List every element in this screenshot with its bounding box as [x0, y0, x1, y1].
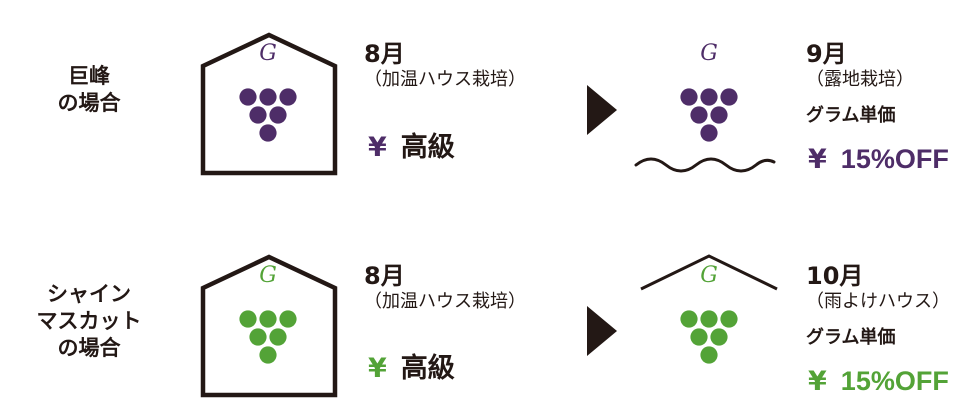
variety-line: シャイン — [47, 282, 131, 306]
cultivation-method: （加温ハウス栽培） — [364, 291, 526, 312]
price-grade-shine-muscat: ¥ 高級 — [368, 352, 455, 386]
grape-berry — [259, 346, 277, 364]
grape-berry — [680, 88, 698, 106]
price-grade-label: 高級 — [400, 132, 455, 163]
grape-berry — [239, 88, 257, 106]
cultivation-method: （雨よけハウス） — [806, 291, 950, 312]
grape-icon: G — [239, 263, 297, 364]
grape-berry — [710, 106, 728, 124]
grape-logo-mark: G — [259, 263, 277, 288]
grape-icon: G — [680, 41, 738, 142]
grape-berry — [690, 106, 708, 124]
yen-icon: ¥ — [368, 132, 387, 163]
yen-icon: ¥ — [808, 366, 827, 397]
variety-line: マスカット — [36, 309, 142, 333]
month-label: 8月 — [364, 262, 405, 290]
grape-berry — [690, 328, 708, 346]
grape-berry — [239, 310, 257, 328]
arrow-right-icon — [587, 306, 617, 356]
grape-berry — [259, 88, 277, 106]
discount-shine-muscat: ¥15%OFF — [808, 364, 949, 399]
grape-berry — [700, 124, 718, 142]
grape-logo-mark: G — [259, 41, 277, 66]
cultivation-method: （露地栽培） — [806, 69, 914, 90]
grape-berry — [279, 310, 297, 328]
month-label: 10月 — [806, 262, 864, 290]
grape-berry — [700, 88, 718, 106]
grape-berry — [249, 328, 267, 346]
yen-icon: ¥ — [808, 144, 827, 175]
grape-berry — [700, 310, 718, 328]
unit-price-label: グラム単価 — [806, 105, 896, 126]
price-grade-kyoho: ¥ 高級 — [368, 131, 455, 165]
unit-price-label: グラム単価 — [806, 327, 896, 348]
grape-berry — [259, 310, 277, 328]
grape-icon: G — [680, 263, 738, 364]
month-label: 8月 — [364, 40, 405, 68]
before-info-shine-muscat: 8月 （加温ハウス栽培） — [364, 262, 526, 314]
after-info-shine-muscat: 10月 （雨よけハウス） グラム単価 — [806, 262, 950, 350]
grape-berry — [700, 346, 718, 364]
before-info-kyoho: 8月 （加温ハウス栽培） — [364, 40, 526, 92]
cultivation-method: （加温ハウス栽培） — [364, 69, 526, 90]
grape-berry — [279, 88, 297, 106]
grape-berry — [680, 310, 698, 328]
variety-label-kyoho: 巨峰 の場合 — [24, 63, 154, 117]
grape-berry — [720, 88, 738, 106]
yen-icon: ¥ — [368, 353, 387, 384]
grape-berry — [269, 328, 287, 346]
grape-berry — [269, 106, 287, 124]
grape-berry — [259, 124, 277, 142]
grape-logo-mark: G — [700, 263, 718, 288]
variety-line: の場合 — [57, 91, 121, 115]
house-icon — [200, 254, 338, 398]
variety-line: 巨峰 — [68, 64, 110, 88]
variety-line: の場合 — [57, 336, 121, 360]
house-icon — [200, 32, 338, 176]
grape-icon: G — [239, 41, 297, 142]
grape-berry — [249, 106, 267, 124]
open-field-ground-icon — [634, 157, 776, 173]
discount-kyoho: ¥15%OFF — [808, 142, 949, 177]
month-label: 9月 — [806, 40, 847, 68]
discount-value: 15%OFF — [840, 144, 949, 174]
grape-berry — [710, 328, 728, 346]
grape-logo-mark: G — [700, 41, 718, 66]
price-grade-label: 高級 — [400, 353, 455, 384]
rain-shelter-roof-icon — [640, 254, 778, 291]
arrow-right-icon — [587, 85, 617, 135]
variety-label-shine-muscat: シャイン マスカット の場合 — [24, 281, 154, 362]
grape-berry — [720, 310, 738, 328]
discount-value: 15%OFF — [840, 366, 949, 396]
after-info-kyoho: 9月 （露地栽培） グラム単価 — [806, 40, 914, 128]
